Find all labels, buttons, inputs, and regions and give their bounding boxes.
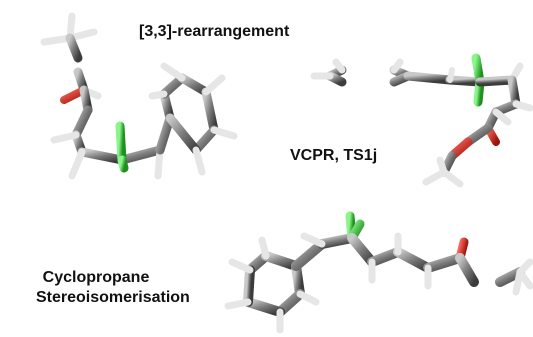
label-rearrangement: [3,3]-rearrangement: [139, 23, 290, 40]
label-cyclopropane-stereoisomerisation: Cyclopropane Stereoisomerisation: [36, 268, 190, 308]
molecule-rearrangement: [40, 12, 238, 180]
label-vcpr-ts1j: VCPR, TS1j: [290, 147, 378, 164]
molecule-cyclopropane: [224, 211, 533, 334]
label-cyclopropane-line1: Cyclopropane: [42, 269, 150, 286]
molecule-vcpr: [310, 53, 533, 188]
label-cyclopropane-line2: Stereoisomerisation: [36, 289, 190, 306]
